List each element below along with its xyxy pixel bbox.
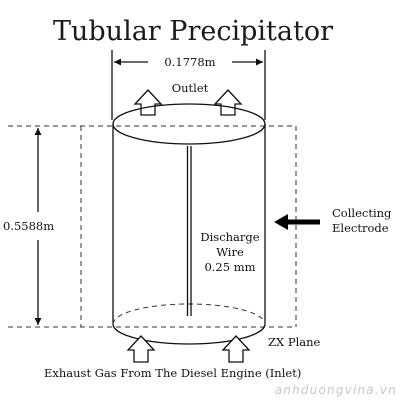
- collecting-electrode-arrow: [274, 214, 320, 230]
- inlet-label: Exhaust Gas From The Diesel Engine (Inle…: [44, 366, 301, 380]
- diagram-title: Tubular Precipitator: [53, 16, 333, 47]
- discharge-wire-label-line2: Wire: [216, 245, 244, 259]
- zx-plane-label: ZX Plane: [268, 335, 321, 349]
- height-dimension: 0.5588m: [3, 128, 54, 325]
- collecting-electrode-cylinder: [112, 103, 266, 345]
- discharge-wire: [186, 146, 192, 316]
- cylinder-bottom-front: [112, 323, 266, 345]
- diameter-arrowhead-left: [114, 58, 121, 66]
- discharge-wire-label-line3: 0.25 mm: [204, 260, 255, 274]
- diameter-dimension: 0.1778m: [111, 50, 266, 120]
- discharge-wire-label-line1: Discharge: [200, 230, 259, 244]
- inlet-arrow-left: [126, 335, 156, 363]
- outlet-label: Outlet: [172, 81, 209, 95]
- diameter-label: 0.1778m: [164, 55, 215, 69]
- inlet-arrow-right: [221, 335, 251, 363]
- height-arrowhead-top: [34, 128, 42, 135]
- height-label: 0.5588m: [3, 219, 54, 233]
- zx-plane-frame: [8, 125, 297, 328]
- watermark-text: anhduongvina.vn: [275, 383, 397, 397]
- height-arrowhead-bottom: [34, 318, 42, 325]
- cylinder-bottom-back: [112, 303, 266, 325]
- diameter-arrowhead-right: [256, 58, 263, 66]
- outlet-arrow-left: [133, 89, 163, 116]
- cylinder-top-ellipse: [112, 103, 266, 145]
- collecting-electrode-label-line2: Electrode: [332, 221, 389, 235]
- outlet-arrow-right: [213, 89, 243, 116]
- collecting-electrode-label-line1: Collecting: [332, 206, 392, 220]
